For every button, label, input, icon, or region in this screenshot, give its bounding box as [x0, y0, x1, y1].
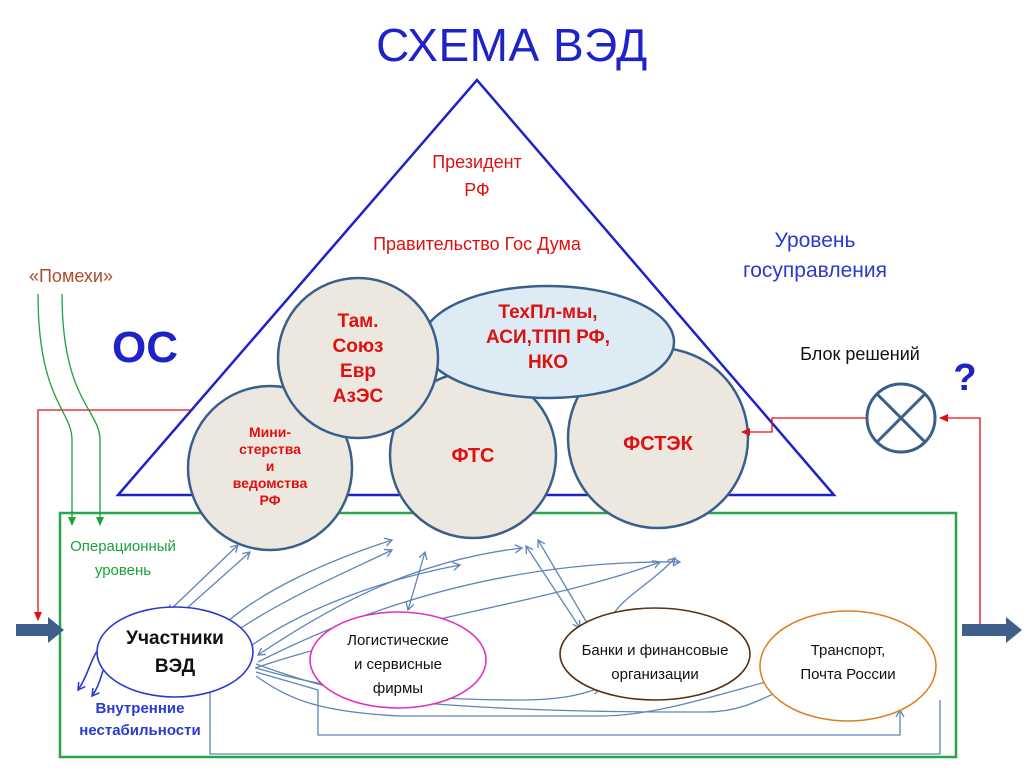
- label-min-line5: РФ: [259, 492, 281, 508]
- label-tam-line4: АзЭС: [332, 386, 384, 407]
- label-participants-line1: Участники: [126, 628, 224, 649]
- label-min-line2: стерства: [239, 441, 301, 457]
- label-logistics-line2: и сервисные: [354, 656, 442, 673]
- label-operational-line1: Операционный: [70, 538, 176, 555]
- label-logistics-line1: Логистические: [347, 632, 449, 649]
- label-question: ?: [953, 357, 977, 399]
- label-tam-line2: Союз: [332, 336, 384, 357]
- label-internal-line1: Внутренние: [95, 700, 185, 717]
- label-government: Правительство Гос Дума: [373, 234, 581, 254]
- node-transport: [759, 610, 937, 722]
- page-title: СХЕМА ВЭД: [376, 19, 648, 71]
- label-decision-block: Блок решений: [800, 344, 920, 364]
- label-president-line1: Президент: [432, 152, 522, 172]
- feedback-lines: [34, 409, 981, 630]
- decision-block-icon: [865, 382, 937, 454]
- label-participants-line2: ВЭД: [154, 656, 196, 677]
- label-banks-line2: организации: [611, 666, 699, 683]
- label-banks-line1: Банки и финансовые: [581, 642, 729, 659]
- label-fts: ФТС: [451, 445, 495, 467]
- label-transport-line2: Почта России: [800, 666, 896, 683]
- output-block-arrow: [962, 617, 1022, 643]
- label-tam-line3: Евр: [340, 361, 376, 382]
- label-level-gov-line2: госуправления: [743, 259, 887, 282]
- label-fstek: ФСТЭК: [623, 433, 693, 455]
- label-techpl-line1: ТехПл-мы,: [498, 302, 598, 323]
- label-tam-line1: Там.: [337, 311, 379, 332]
- label-min-line1: Мини-: [249, 424, 291, 440]
- label-min-line4: ведомства: [232, 475, 308, 491]
- node-participants: [96, 606, 254, 698]
- node-banks: [559, 607, 751, 701]
- label-min-line3: и: [265, 458, 275, 474]
- label-noise: «Помехи»: [28, 266, 113, 286]
- noise-lines: [37, 293, 104, 526]
- label-operational-line2: уровень: [94, 562, 152, 579]
- label-internal-line2: нестабильности: [79, 722, 201, 739]
- label-transport-line1: Транспорт,: [810, 642, 886, 659]
- label-logistics-line3: фирмы: [372, 680, 424, 697]
- circle-customs-union: [276, 276, 440, 440]
- label-president-line2: РФ: [464, 180, 490, 200]
- node-logistics: [309, 611, 487, 709]
- label-os: ОС: [112, 323, 178, 372]
- input-block-arrow: [16, 617, 64, 643]
- label-techpl-line2: АСИ,ТПП РФ,: [485, 327, 611, 348]
- label-level-gov-line1: Уровень: [774, 229, 856, 252]
- label-techpl-line3: НКО: [527, 352, 569, 373]
